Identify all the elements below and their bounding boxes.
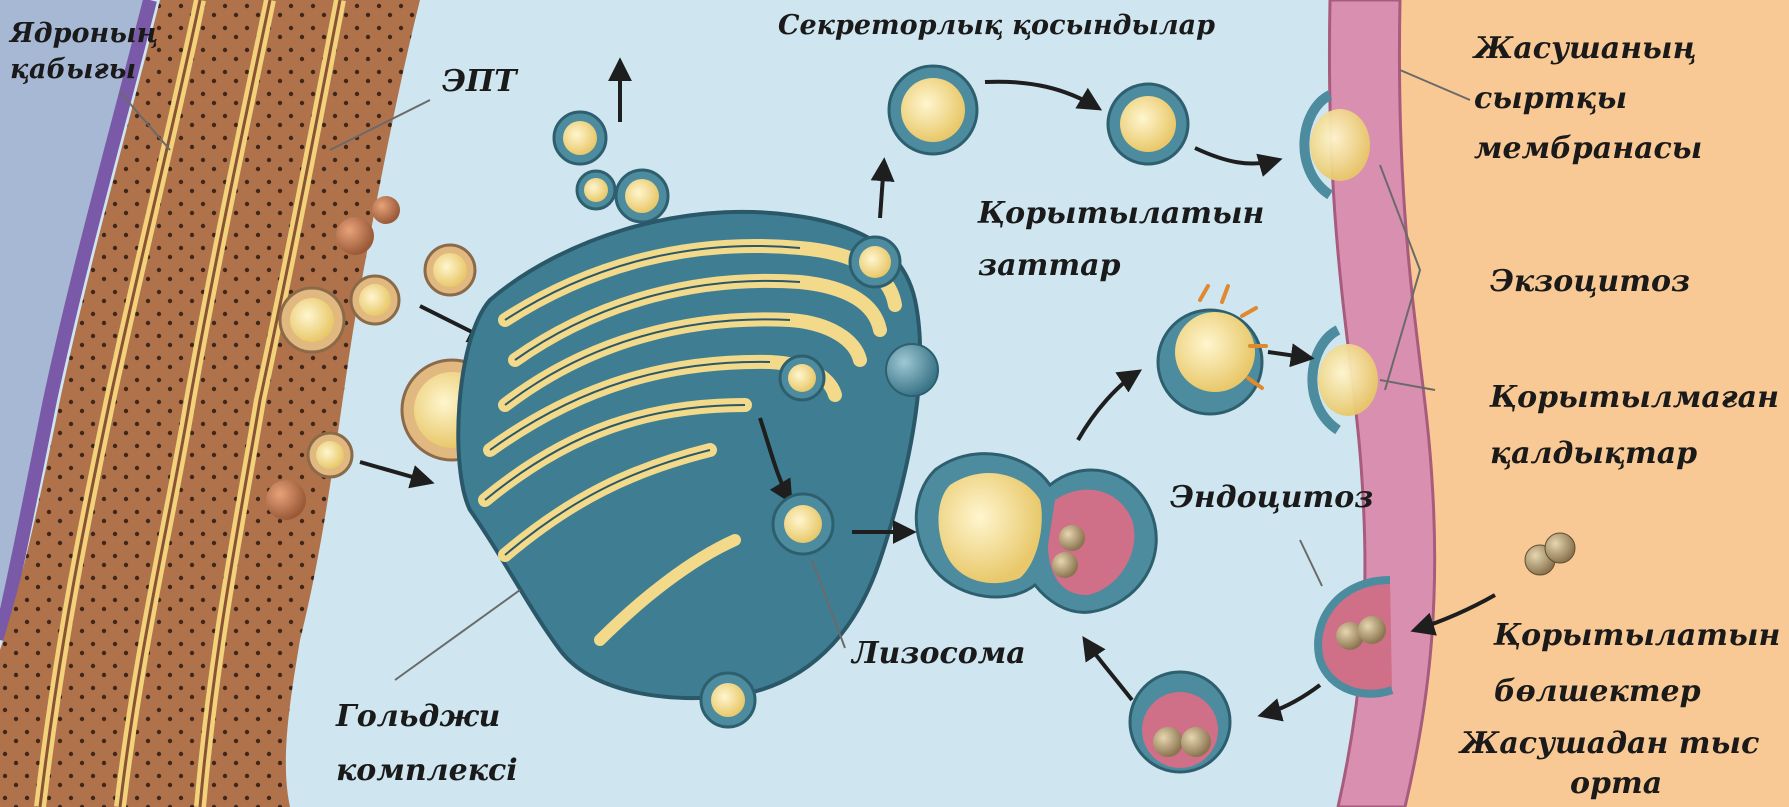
lysosome-icon <box>773 494 833 554</box>
bud-icon <box>266 480 306 520</box>
label-digestible-particles: Қорытылатын бөлшектер <box>1494 608 1780 720</box>
vesicle-icon <box>425 245 475 295</box>
vesicle-icon <box>1130 672 1230 772</box>
vesicle-icon <box>554 112 606 164</box>
bud-icon <box>336 217 374 255</box>
label-digested-substances: Қорытылатын заттар <box>978 188 1264 292</box>
label-er: ЭПТ <box>442 62 517 102</box>
label-nuclear-envelope: Ядроның қабығы <box>10 16 158 88</box>
label-extracellular-medium: Жасушадан тыс орта <box>1460 724 1759 804</box>
vesicle-icon <box>701 673 755 727</box>
vesicle-icon <box>1108 84 1188 164</box>
vesicle-icon <box>577 171 615 209</box>
label-outer-membrane: Жасушаның сыртқы мембранасы <box>1474 24 1702 174</box>
label-secretory-inclusions: Секреторлық қосындылар <box>778 8 1215 44</box>
bud-icon <box>372 196 400 224</box>
vesicle-icon <box>351 276 399 324</box>
label-exocytosis: Экзоцитоз <box>1490 262 1690 302</box>
vesicle-icon <box>616 170 668 222</box>
vesicle-icon <box>308 433 352 477</box>
label-golgi-complex: Гольджи комплексі <box>336 690 518 798</box>
label-endocytosis: Эндоцитоз <box>1170 478 1373 518</box>
label-undigested-residues: Қорытылмаған қалдықтар <box>1490 370 1779 482</box>
bud-icon <box>886 344 938 396</box>
vesicle-icon <box>850 237 900 287</box>
vesicle-icon <box>889 66 977 154</box>
vesicle-icon <box>280 288 344 352</box>
vesicle-icon <box>780 356 824 400</box>
label-lysosome: Лизосома <box>852 634 1026 674</box>
